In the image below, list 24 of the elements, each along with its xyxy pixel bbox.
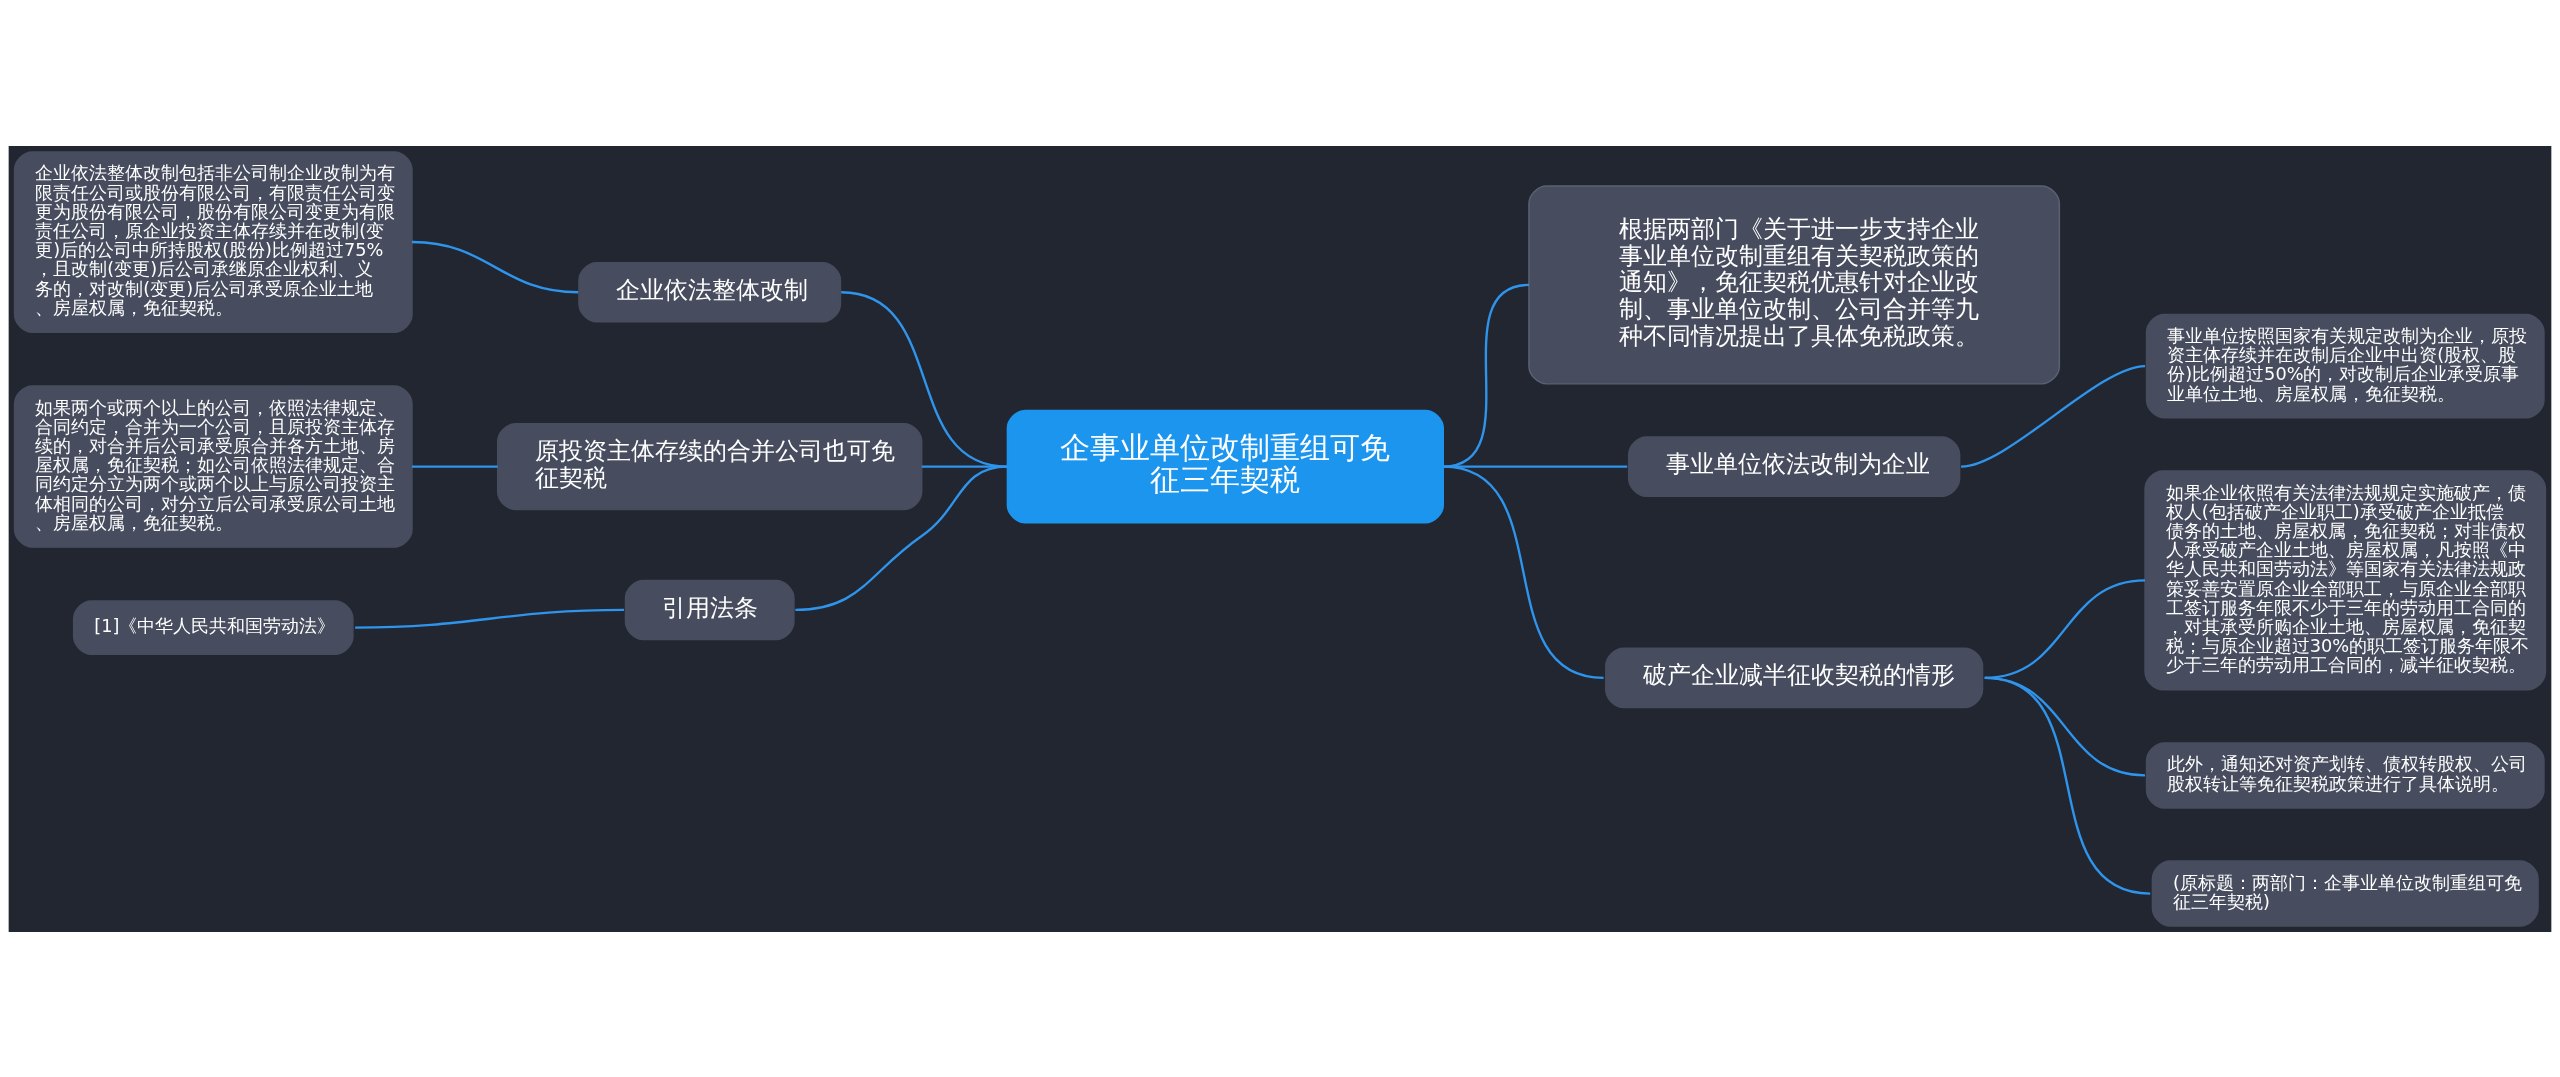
node-box: 根据两部门《关于进一步支持企业事业单位改制重组有关契税政策的通知》，免征契税优惠针对企业改制、事业单位改制、公司合并等九种不同情况提出了具体免税政策。 [1528, 184, 2061, 385]
node-box: [1]《中华人民共和国劳动法》 [72, 599, 354, 655]
node-box: (原标题：两部门：企事业单位改制重组可免征三年契税) [2151, 859, 2539, 927]
node-box: 企业依法整体改制包括非公司制企业改制为有限责任公司或股份有限公司，有限责任公司变更为股份有限公司，股份有限公司变更为有限责任公司，原企业投资主体存续并在改制(变更)后的公司中所持股权(股份)比例超过75%，且改制(变更)后公司承继原企业权利、义务的，对改制(变更)后公司承受原企业土地、房屋权属，免征契税。 [13, 150, 413, 333]
node-box: 事业单位按照国家有关规定改制为企业，原投资主体存续并在改制后企业中出资(股权、股份)比例超过50%的，对改制后企业承受原事业单位土地、房屋权属，免征契税。 [2145, 313, 2545, 419]
node-box: 企事业单位改制重组可免征三年契税 [1006, 409, 1444, 523]
node-box: 事业单位依法改制为企业 [1627, 435, 1961, 497]
connector [355, 608, 625, 629]
node-box: 如果两个或两个以上的公司，依照法律规定、合同约定，合并为一个公司，且原投资主体存续的，对合并后公司承受原合并各方土地、房屋权属，免征契税；如公司依照法律规定、合同约定分立为两个或两个以上与原公司投资主体相同的公司，对分立后公司承受原公司土地、房屋权属，免征契税。 [13, 384, 413, 548]
node-box: 此外，通知还对资产划转、债权转股权、公司股权转让等免征契税政策进行了具体说明。 [2145, 741, 2545, 809]
node-box: 如果企业依照有关法律法规规定实施破产，债权人(包括破产企业职工)承受破产企业抵偿债务的土地、房屋权属，免征契税；对非债权人承受破产企业土地、房屋权属，凡按照《中华人民共和国劳动法》等国家有关法律法规政策妥善安置原企业全部职工，与原企业全部职工签订服务年限不少于三年的劳动用工合同的，对其承受所购企业土地、房屋权属，免征契税；与原企业超过30%的职工签订服务年限不少于三年的劳动用工合同的，减半征收契税。 [2144, 469, 2547, 690]
connector [1960, 364, 2146, 468]
node-box: 破产企业减半征收契税的情形 [1605, 647, 1984, 708]
connector [411, 240, 579, 293]
connector [921, 464, 1008, 468]
connector [841, 290, 1008, 468]
node-box: 引用法条 [624, 579, 795, 640]
connector [412, 464, 498, 468]
connector [1443, 464, 1628, 468]
node-box: 企业依法整体改制 [578, 261, 842, 323]
connector [795, 464, 1008, 611]
connector [1984, 676, 2151, 895]
node-box: 原投资主体存续的合并公司也可免征契税 [496, 422, 923, 510]
connector [1443, 464, 1604, 679]
